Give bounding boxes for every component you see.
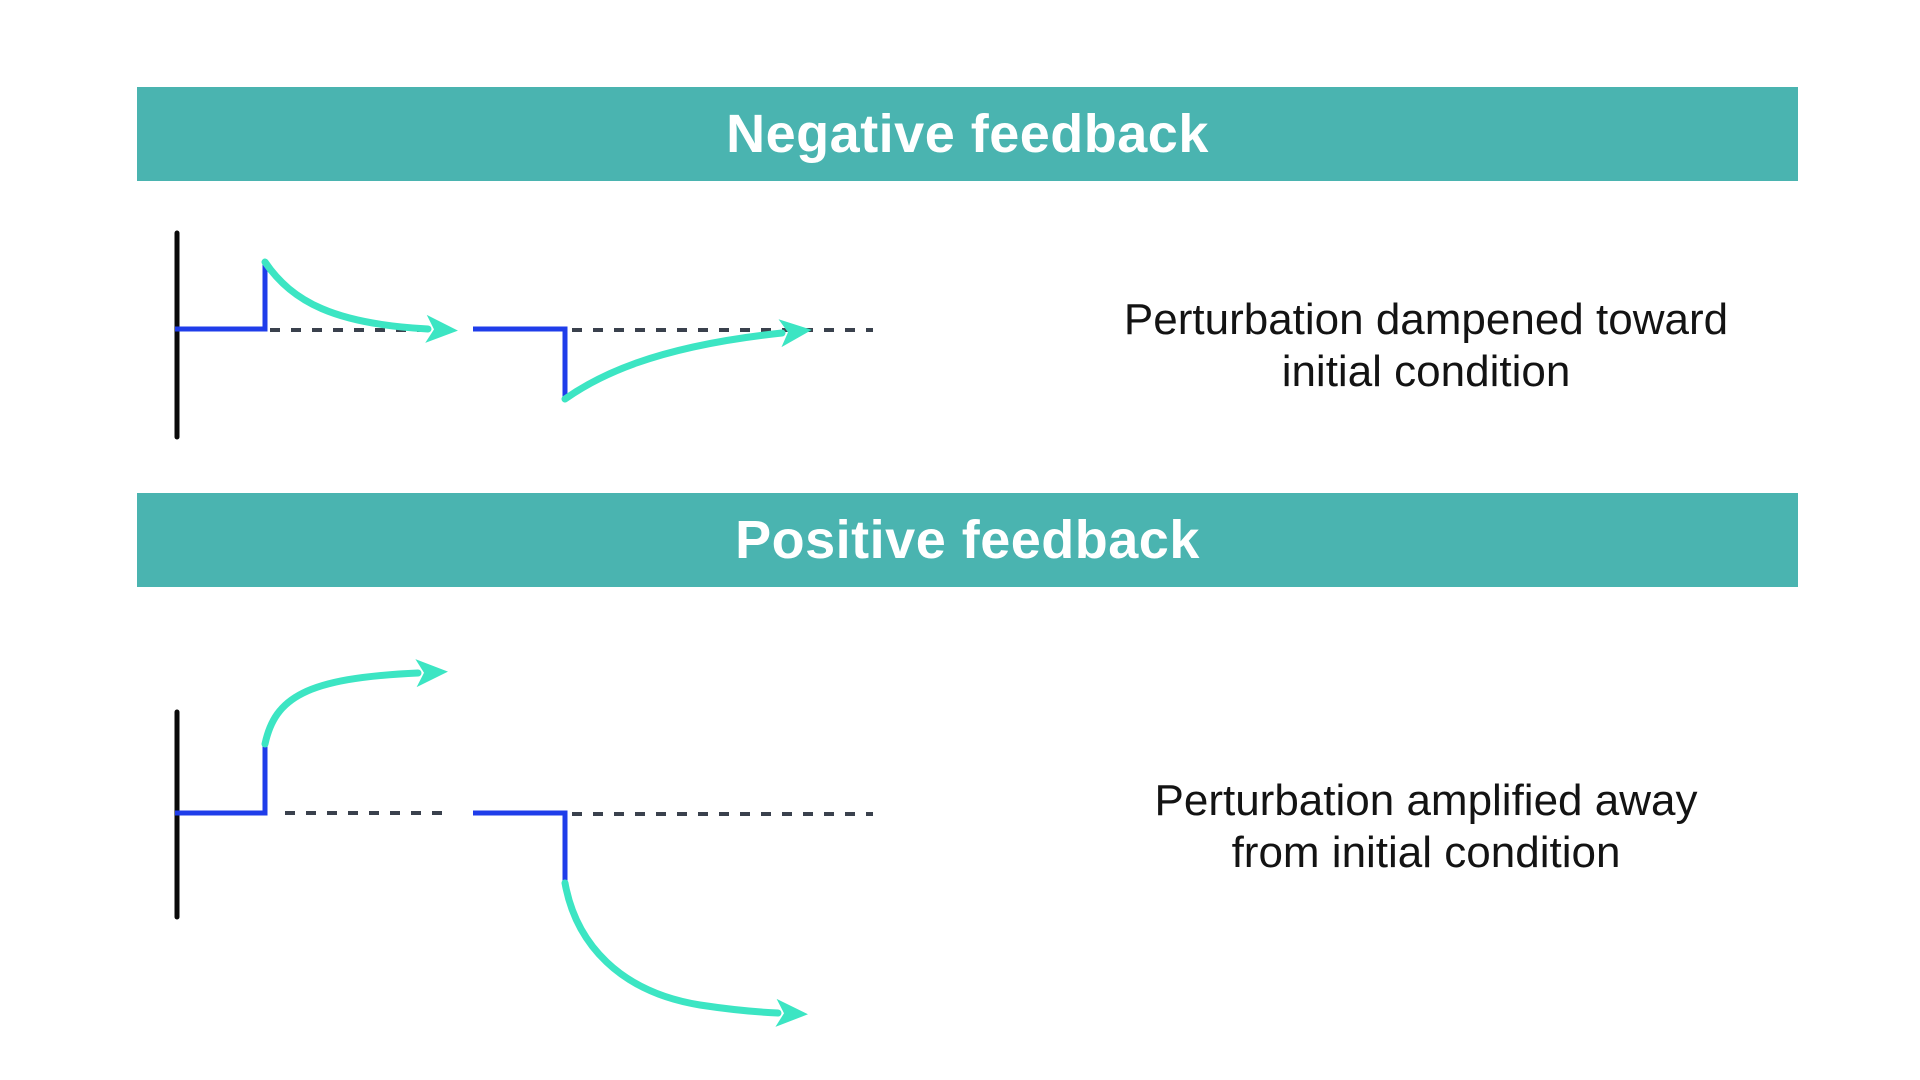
positive-caption-line-2: from initial condition (1231, 828, 1621, 877)
negative-feedback-banner: Negative feedback (137, 87, 1798, 181)
negative-damping-curve-down (261, 258, 458, 343)
positive-signal-step-down (473, 810, 568, 881)
positive-signal-step-up (175, 746, 268, 816)
negative-caption-line-1: Perturbation dampened toward (1123, 295, 1729, 344)
positive-feedback-caption: Perturbation amplified away from initial… (1040, 775, 1812, 879)
negative-damping-curve-up (561, 319, 812, 403)
negative-feedback-diagram (174, 230, 873, 440)
negative-caption-line-2: initial condition (1281, 347, 1571, 396)
negative-signal-step-down (473, 326, 568, 398)
positive-caption-line-1: Perturbation amplified away (1154, 776, 1698, 825)
positive-amplify-curve-up (261, 659, 448, 748)
negative-feedback-title: Negative feedback (726, 104, 1209, 164)
positive-feedback-diagram (174, 659, 873, 1027)
positive-feedback-banner: Positive feedback (137, 493, 1798, 587)
positive-feedback-title: Positive feedback (735, 510, 1200, 570)
negative-feedback-caption: Perturbation dampened toward initial con… (1040, 294, 1812, 398)
positive-amplify-curve-down (561, 879, 808, 1027)
negative-signal-step-up (175, 262, 268, 332)
